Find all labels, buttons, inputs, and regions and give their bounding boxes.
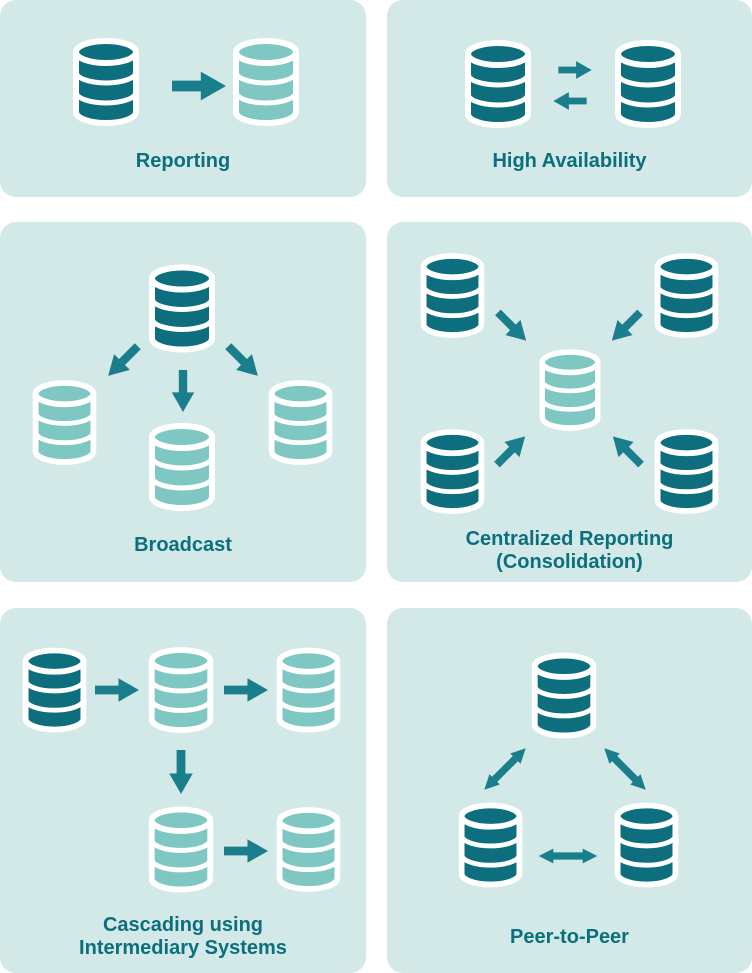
double-arrow-diagonal-icon — [475, 739, 534, 798]
panel-centralized-reporting: Centralized Reporting (Consolidation) — [387, 222, 752, 582]
database-replica-icon — [26, 378, 103, 467]
panel-high-availability: High Availability — [387, 0, 752, 197]
database-replica-icon — [226, 37, 306, 127]
database-source-icon — [648, 252, 725, 339]
database-primary-icon — [458, 39, 538, 129]
panel-title-line2: (Consolidation) — [496, 551, 643, 573]
arrow-right-icon — [224, 836, 268, 866]
database-source-icon — [16, 645, 93, 735]
panel-title: Cascading using Intermediary Systems — [0, 914, 366, 960]
database-source-icon — [414, 252, 491, 339]
database-replica-icon — [142, 422, 222, 512]
database-source-icon — [66, 37, 146, 127]
arrow-down-icon — [167, 750, 195, 794]
panel-cascading: Cascading using Intermediary Systems — [0, 608, 366, 973]
arrow-up-right-icon — [488, 428, 534, 474]
database-peer-icon — [525, 650, 603, 741]
panel-title: High Availability — [492, 150, 647, 172]
arrow-right-icon — [224, 675, 268, 705]
panel-title: Centralized Reporting (Consolidation) — [387, 528, 752, 574]
database-intermediary-icon — [142, 804, 220, 895]
panel-title-line2: Intermediary Systems — [79, 937, 287, 959]
arrow-up-left-icon — [604, 428, 650, 474]
double-arrow-horizontal-icon — [537, 845, 599, 867]
arrow-down-right-icon — [489, 304, 535, 350]
database-source-icon — [142, 263, 222, 354]
panel-title: Peer-to-Peer — [510, 926, 629, 948]
panel-title-line1: Cascading using — [102, 914, 264, 936]
panel-broadcast: Broadcast — [0, 222, 366, 582]
panel-title: Broadcast — [134, 534, 232, 556]
panel-reporting: Reporting — [0, 0, 366, 197]
arrow-down-icon — [170, 370, 196, 412]
arrow-right-icon — [554, 60, 596, 80]
arrow-down-left-icon — [603, 304, 649, 350]
database-peer-icon — [608, 800, 685, 890]
double-arrow-diagonal-icon — [595, 739, 654, 798]
panel-peer-to-peer: Peer-to-Peer — [387, 608, 752, 973]
database-replica-icon — [262, 378, 339, 467]
arrow-down-left-icon — [99, 337, 147, 385]
database-central-replica-icon — [533, 345, 607, 435]
database-source-icon — [414, 428, 491, 515]
database-secondary-icon — [608, 39, 688, 129]
arrow-left-icon — [549, 91, 591, 111]
database-source-icon — [648, 428, 725, 515]
arrow-right-icon — [172, 69, 226, 103]
database-replica-icon — [270, 645, 347, 735]
arrow-down-right-icon — [219, 337, 267, 385]
arrow-right-icon — [95, 675, 139, 705]
panel-title-line1: Centralized Reporting — [465, 528, 674, 550]
database-peer-icon — [452, 800, 529, 890]
database-intermediary-icon — [142, 645, 220, 735]
database-replica-icon — [270, 804, 347, 895]
panel-title: Reporting — [135, 150, 231, 172]
